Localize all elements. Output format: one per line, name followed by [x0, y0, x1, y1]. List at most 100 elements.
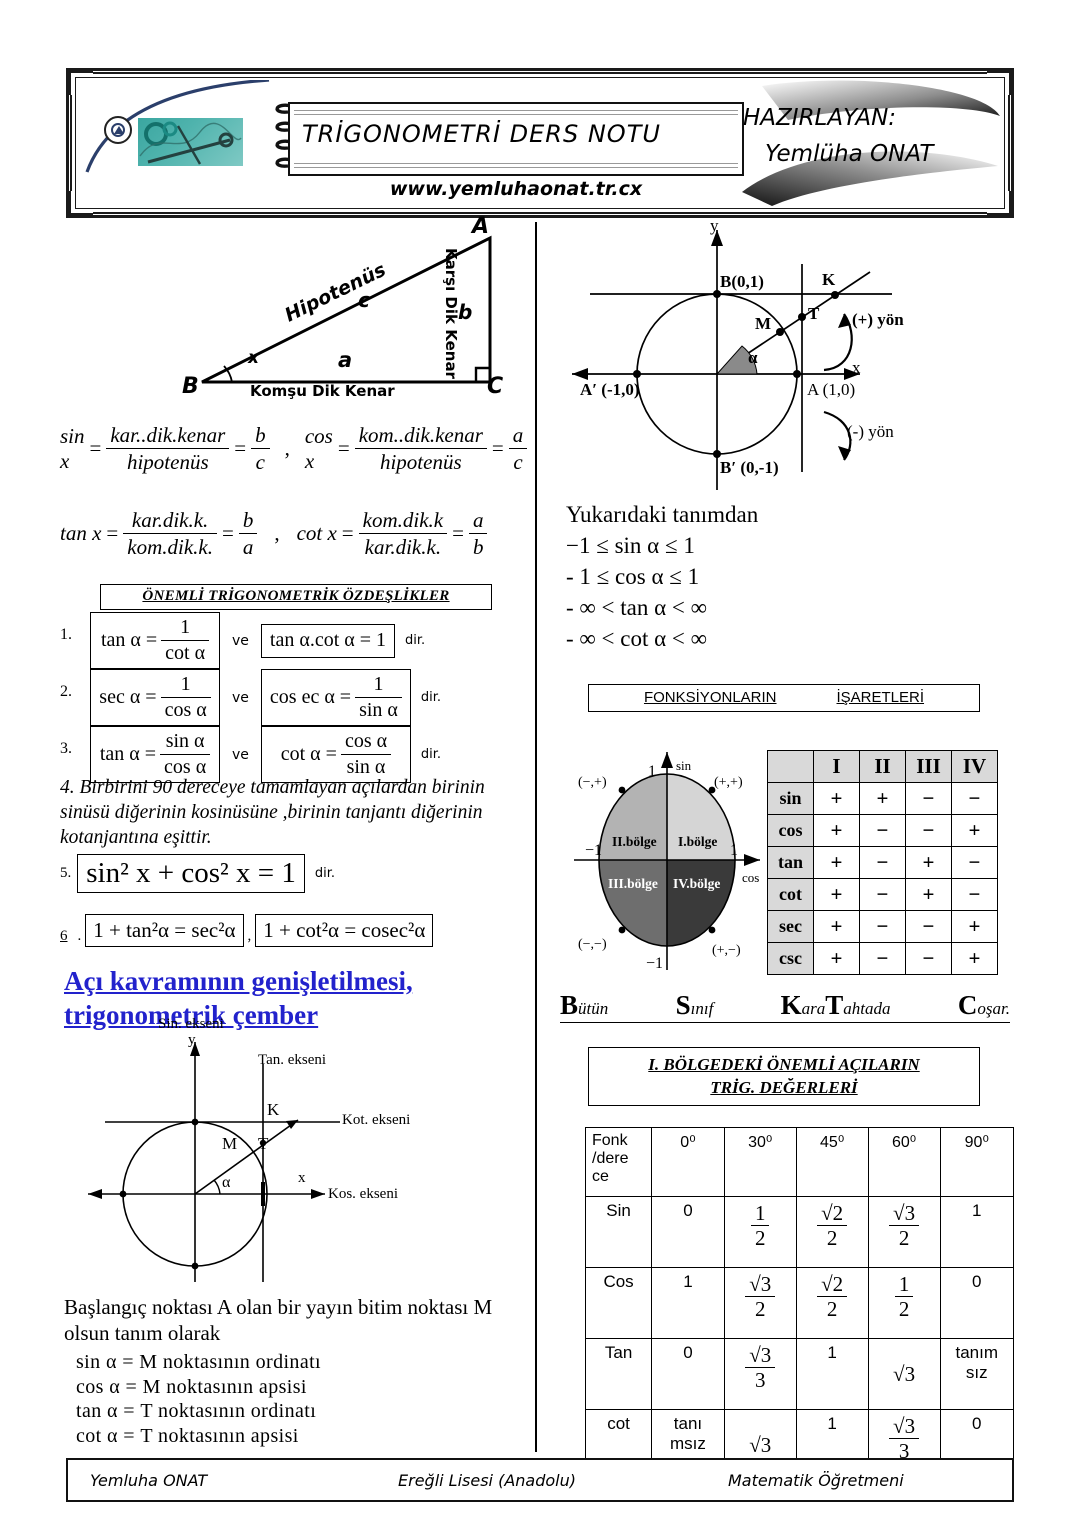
cos-numerator: kom..dik.kenar	[354, 422, 487, 450]
signs-row-label-cos: cos	[767, 814, 814, 847]
svg-text:1: 1	[730, 842, 738, 859]
signs-row-label-sec: sec	[767, 910, 814, 943]
identity-item-4: 4. Birbirini 90 dereceye tamamlayan açıl…	[60, 777, 485, 848]
cos-45-num: √2	[817, 1272, 848, 1298]
signs-cos-q4: +	[951, 814, 998, 847]
point-t-label-left: T	[258, 1134, 269, 1153]
function-signs-title-box: FONKSİYONLARIN İŞARETLERİ	[588, 684, 980, 712]
identity-3-right-lhs: cot α =	[280, 743, 337, 765]
swoosh-decoration	[732, 80, 1002, 208]
function-signs-table: I II III IV sin + + − − cos + − − + tan	[767, 750, 998, 975]
mnemonic-word-2: Sınıf	[676, 990, 714, 1021]
signs-cos-q3: −	[905, 814, 952, 847]
function-signs-title-left: FONKSİYONLARIN	[643, 689, 777, 706]
identity-item-6-number: 6	[60, 928, 68, 944]
svg-text:−1: −1	[646, 955, 663, 972]
point-b-prime-label: B′ (0,-1)	[720, 458, 779, 477]
identity-2-right: cos ec α = 1 sin α	[260, 669, 411, 726]
svg-text:II.bölge: II.bölge	[612, 834, 657, 849]
identities-title: ÖNEMLİ TRİGONOMETRİK ÖZDEŞLİKLER	[142, 588, 450, 604]
identity-3-left-lhs: tan α =	[99, 743, 157, 765]
signs-sin-q3: −	[905, 782, 952, 815]
svg-text:(−,+): (−,+)	[578, 775, 607, 790]
x-axis-label-right: x	[852, 358, 861, 377]
sin-formula-name: sin x	[60, 423, 85, 473]
triangle-side-a: a	[338, 348, 353, 372]
tan-axis-label: Tan. ekseni	[258, 1052, 327, 1068]
signs-header-row: I II III IV	[767, 750, 998, 783]
signs-header-q3: III	[905, 750, 952, 783]
values-table-title-box: I. BÖLGEDEKİ ÖNEMLİ AÇILARIN TRİG. DEĞER…	[588, 1047, 980, 1106]
tan-numerator: kar.dik.k.	[123, 507, 217, 535]
signs-sin-q1: +	[813, 782, 860, 815]
sin-numerator: kar..dik.kenar	[106, 422, 230, 450]
sin-90: 1	[939, 1196, 1015, 1268]
special-angle-values-table: Fonk /dere ce 0⁰ 30⁰ 45⁰ 60⁰ 90⁰ Sin 0 1…	[584, 1127, 1015, 1481]
identity-1-left-num: 1	[161, 615, 210, 641]
cos-formula-name: cos x	[304, 423, 333, 473]
signs-tan-q4: −	[951, 846, 998, 879]
y-axis-label-right: y	[710, 216, 719, 235]
mnemonic-cap-2: S	[675, 990, 691, 1020]
y-axis-label-left: y	[188, 1032, 196, 1048]
definition-line-tan: tan α = T noktasının ordinatı	[76, 1400, 317, 1422]
svg-text:sin: sin	[676, 758, 692, 773]
point-b-label: B(0,1)	[720, 272, 764, 291]
range-definitions: Yukarıdaki tanımdan −1 ≤ sin α ≤ 1 - 1 ≤…	[566, 499, 1006, 654]
mnemonic-rest-2: ınıf	[690, 999, 714, 1018]
cot-numerator: kom.dik.k	[358, 507, 448, 535]
point-k-label-left: K	[267, 1100, 280, 1119]
identity-row-2: 2. sec α = 1 cos α ve cos ec α = 1 sin α	[60, 669, 525, 726]
column-divider	[535, 222, 537, 1452]
identity-1-conjunction: ve	[232, 632, 249, 649]
svg-text:(+,+): (+,+)	[714, 775, 743, 790]
mnemonic-word-3: KaraTahtada	[781, 990, 891, 1021]
sin-30-num: 1	[750, 1201, 770, 1227]
gears-compass-graphic	[139, 121, 242, 165]
triangle-vertex-c: C	[487, 374, 504, 399]
identity-2-left-den: cos α	[164, 699, 207, 721]
signs-csc-q3: −	[905, 942, 952, 975]
sin-45-den: 2	[826, 1226, 838, 1251]
sin-denominator: hipotenüs	[126, 450, 209, 475]
point-a-label: A (1,0)	[807, 380, 856, 399]
tan-45: 1	[795, 1338, 869, 1410]
blue-heading-line-2: trigonometrik çember	[64, 1000, 319, 1030]
identity-2-left-num: 1	[160, 672, 211, 698]
signs-sin-q2: +	[859, 782, 906, 815]
signs-sec-q3: −	[905, 910, 952, 943]
mnemonic-cap-4: T	[825, 990, 844, 1020]
definition-intro: Başlangıç noktası A olan bir yayın bitim…	[64, 1295, 493, 1345]
identity-item-6: 6 . 1 + tan²α = sec²α , 1 + cot²α = cose…	[60, 914, 525, 947]
identity-number-1: 1.	[60, 626, 72, 643]
signs-sin-q4: −	[951, 782, 998, 815]
table-row: sin + + − −	[767, 782, 998, 815]
point-m-label-left: M	[222, 1134, 238, 1153]
signs-cot-q4: −	[951, 878, 998, 911]
signs-cot-q2: −	[859, 878, 906, 911]
values-row-label-tan: Tan	[584, 1338, 653, 1410]
identity-number-3: 3.	[60, 740, 72, 757]
formula-separator-2: ,	[274, 521, 280, 546]
cos-value-denominator: c	[513, 450, 523, 475]
cos-60-num: 1	[894, 1272, 914, 1298]
values-header-45: 45⁰	[795, 1127, 869, 1197]
triangle-angle-x: x	[248, 348, 259, 368]
table-row: tan + − + −	[767, 846, 998, 879]
values-table-title-line1: I. BÖLGEDEKİ ÖNEMLİ AÇILARIN	[648, 1055, 920, 1074]
document-header: TRİGONOMETRİ DERS NOTU www.yemluhaonat.t…	[66, 68, 1014, 218]
identity-number-2: 2.	[60, 683, 72, 700]
tan-60: √3	[867, 1338, 941, 1410]
signs-header-q4: IV	[951, 750, 998, 783]
svg-text:(−,−): (−,−)	[578, 937, 607, 952]
mnemonic-word-5: Coşar.	[958, 990, 1010, 1021]
sin-value-denominator: c	[255, 450, 265, 475]
signs-mnemonic: Bütün Sınıf KaraTahtada Coşar.	[560, 990, 1010, 1023]
sin-45-num: √2	[817, 1201, 848, 1227]
definition-line-sin: sin α = M noktasının ordinatı	[76, 1351, 322, 1373]
